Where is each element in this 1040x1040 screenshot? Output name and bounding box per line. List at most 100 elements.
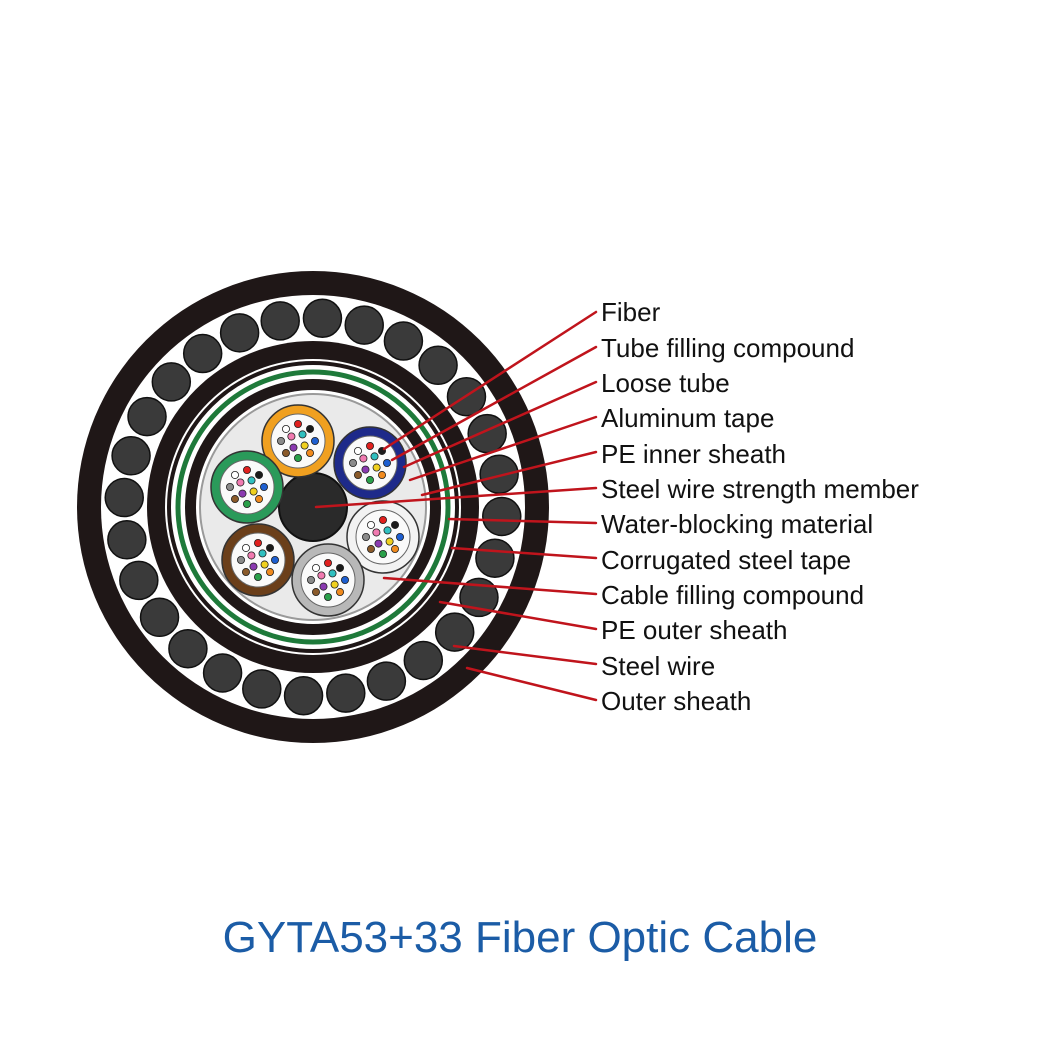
fiber — [230, 470, 239, 479]
label-fiber: Fiber — [601, 297, 661, 327]
fiber — [255, 470, 264, 479]
fiber — [383, 526, 392, 535]
steel-wire — [482, 496, 522, 537]
fiber — [311, 588, 320, 597]
fiber — [249, 562, 258, 571]
fiber — [366, 520, 375, 529]
fiber — [281, 424, 290, 433]
leader-line — [402, 380, 598, 469]
fiber — [348, 458, 357, 467]
leader-line — [452, 644, 598, 666]
label-water-blocking-material: Water-blocking material — [601, 509, 874, 539]
fiber — [253, 573, 262, 582]
fiber — [253, 539, 262, 548]
fiber — [260, 560, 269, 569]
steel-wire — [434, 612, 475, 652]
fiber — [276, 436, 285, 445]
steel-wire — [202, 653, 243, 693]
fiber — [374, 539, 383, 548]
label-cable-filling-compound: Cable filling compound — [601, 580, 865, 610]
steel-wire-strength-member — [278, 472, 348, 542]
fiber — [340, 576, 349, 585]
steel-wire — [283, 676, 324, 716]
steel-wire — [479, 454, 519, 494]
steel-wire — [475, 538, 515, 578]
leader-line — [420, 450, 598, 497]
fiber — [242, 499, 251, 508]
steel-wire — [139, 597, 180, 638]
steel-wire — [182, 333, 223, 374]
diagram-caption: GYTA53+33 Fiber Optic Cable — [222, 913, 818, 962]
fiber — [236, 478, 245, 487]
leader-line — [438, 600, 598, 631]
fiber — [311, 563, 320, 572]
steel-wire — [326, 673, 366, 713]
steel-wire — [107, 520, 147, 560]
label-aluminum-tape: Aluminum tape — [601, 403, 775, 433]
fiber — [378, 516, 387, 525]
steel-wire — [151, 362, 192, 402]
steel-wire — [127, 396, 167, 437]
steel-wire — [344, 305, 384, 345]
fiber — [241, 568, 250, 577]
fiber — [391, 520, 400, 529]
label-outer-sheath: Outer sheath — [601, 686, 752, 716]
leader-line — [408, 415, 598, 482]
fiber — [365, 475, 374, 484]
fiber — [336, 588, 345, 597]
fiber — [247, 476, 256, 485]
fiber — [225, 482, 234, 491]
fiber — [255, 495, 264, 504]
fiber — [306, 424, 315, 433]
steel-wire — [366, 661, 407, 701]
fiber — [361, 465, 370, 474]
fiber — [247, 551, 256, 560]
leader-line — [447, 517, 598, 525]
fiber — [378, 550, 387, 559]
corrugated-steel-tape-ring — [167, 361, 459, 653]
fiber — [366, 545, 375, 554]
fiber — [293, 453, 302, 462]
fiber — [230, 495, 239, 504]
steel-wire — [242, 669, 282, 709]
fiber — [249, 487, 258, 496]
fiber — [293, 419, 302, 428]
fiber — [266, 568, 275, 577]
label-steel-wire: Steel wire — [601, 651, 716, 681]
fiber — [300, 441, 309, 450]
fiber — [306, 449, 315, 458]
fiber — [319, 582, 328, 591]
fiber — [236, 556, 245, 565]
fiber — [336, 563, 345, 572]
fiber — [270, 556, 279, 565]
steel-wire — [302, 298, 343, 338]
fiber — [328, 569, 337, 578]
label-loose-tube: Loose tube — [601, 368, 730, 398]
steel-wire — [111, 436, 151, 476]
label-pe-outer-sheath: PE outer sheath — [601, 615, 788, 645]
fiber — [281, 449, 290, 458]
label-tube-filling-compound: Tube filling compound — [601, 333, 855, 363]
steel-wire — [168, 628, 208, 669]
steel-wire — [104, 477, 144, 518]
steel-wire — [418, 345, 458, 386]
steel-wire — [119, 560, 159, 601]
leader-line — [382, 576, 598, 596]
steel-wire — [467, 413, 507, 454]
fiber — [370, 452, 379, 461]
fiber — [317, 571, 326, 580]
fiber — [259, 482, 268, 491]
fiber — [365, 441, 374, 450]
label-steel-wire-strength-member: Steel wire strength member — [601, 474, 919, 504]
leader-lines — [314, 310, 598, 702]
steel-wire — [383, 321, 424, 361]
fiber — [353, 471, 362, 480]
fiber — [323, 593, 332, 602]
steel-wire — [403, 640, 444, 681]
fiber — [359, 454, 368, 463]
fiber — [361, 533, 370, 542]
fiber — [310, 436, 319, 445]
fiber — [353, 446, 362, 455]
